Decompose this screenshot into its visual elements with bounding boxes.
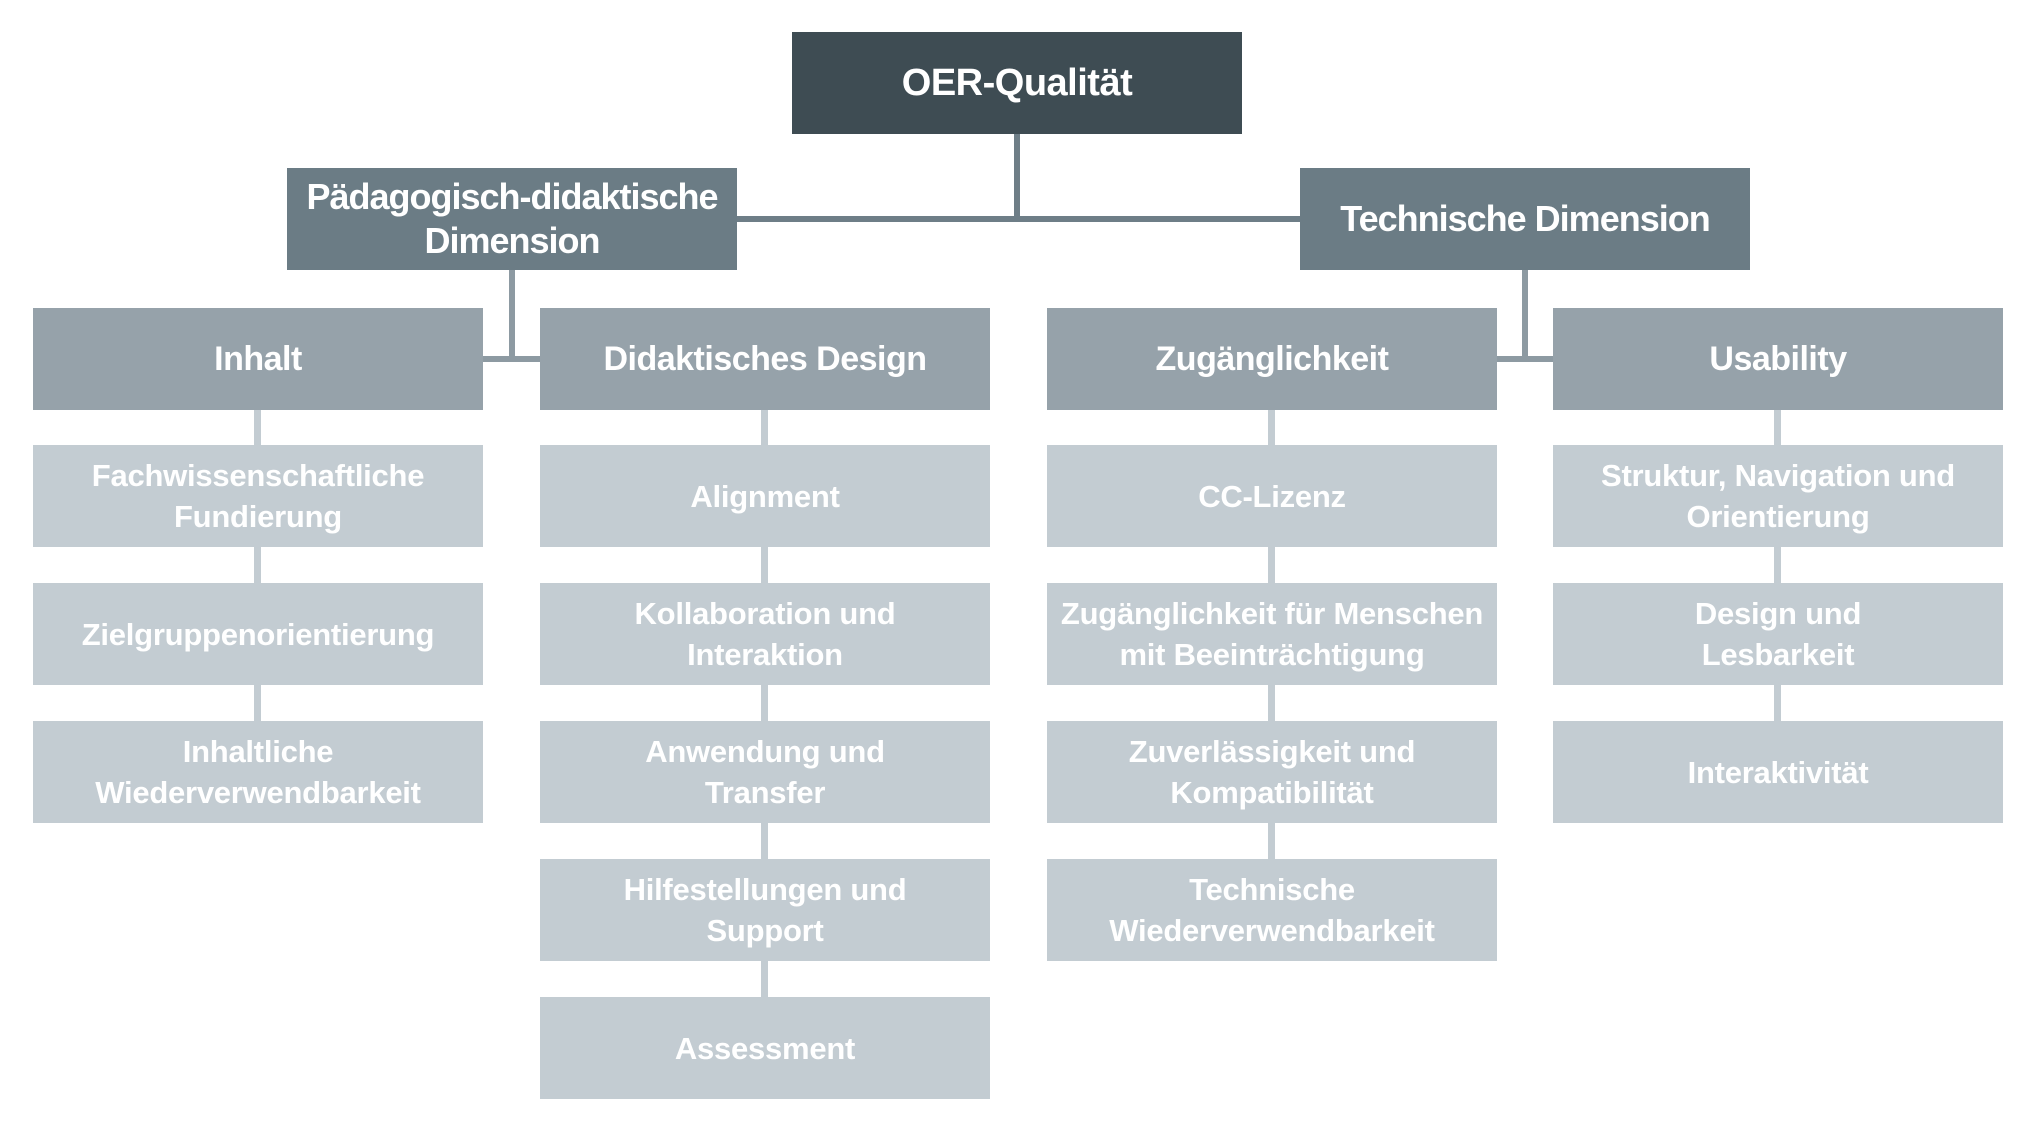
connector-dimension-left-horizontal	[483, 356, 540, 362]
connector-col1-gap2	[254, 685, 261, 721]
connector-col2-gap2	[761, 685, 768, 721]
box-kollaboration-und-interaktion: Kollaboration und Interaktion	[540, 583, 990, 685]
box-inhalt: Inhalt	[33, 308, 483, 410]
box-didaktisches-design: Didaktisches Design	[540, 308, 990, 410]
box-zugaenglichkeit-fuer-menschen: Zugänglichkeit für Menschen mit Beeinträ…	[1047, 583, 1497, 685]
box-cc-lizenz: CC-Lizenz	[1047, 445, 1497, 547]
box-struktur-navigation-orientierung: Struktur, Navigation und Orientierung	[1553, 445, 2003, 547]
connector-root-vertical	[1014, 134, 1020, 222]
connector-dimension-right-horizontal	[1497, 356, 1553, 362]
connector-col2-gap0	[761, 410, 768, 445]
connector-col3-gap3	[1268, 823, 1275, 859]
box-technische-dimension: Technische Dimension	[1300, 168, 1750, 270]
box-technische-wiederverwendbarkeit: Technische Wiederverwendbarkeit	[1047, 859, 1497, 961]
connector-col2-gap4	[761, 961, 768, 997]
box-alignment: Alignment	[540, 445, 990, 547]
connector-col1-gap1	[254, 547, 261, 583]
box-oer-qualitaet: OER-Qualität	[792, 32, 1242, 134]
connector-col4-gap1	[1774, 547, 1781, 583]
box-design-und-lesbarkeit: Design und Lesbarkeit	[1553, 583, 2003, 685]
connector-col3-gap0	[1268, 410, 1275, 445]
box-usability: Usability	[1553, 308, 2003, 410]
box-hilfestellungen-und-support: Hilfestellungen und Support	[540, 859, 990, 961]
connector-col1-gap0	[254, 410, 261, 445]
box-zuverlaessigkeit-und-kompatibilitaet: Zuverlässigkeit und Kompatibilität	[1047, 721, 1497, 823]
connector-col4-gap0	[1774, 410, 1781, 445]
box-assessment: Assessment	[540, 997, 990, 1099]
box-inhaltliche-wiederverwendbarkeit: Inhaltliche Wiederverwendbarkeit	[33, 721, 483, 823]
connector-col3-gap1	[1268, 547, 1275, 583]
box-paedagogisch-didaktische-dimension: Pädagogisch-didaktische Dimension	[287, 168, 737, 270]
box-zugaenglichkeit: Zugänglichkeit	[1047, 308, 1497, 410]
connector-dimension-left-vertical	[509, 270, 515, 362]
box-anwendung-und-transfer: Anwendung und Transfer	[540, 721, 990, 823]
connector-col3-gap2	[1268, 685, 1275, 721]
box-zielgruppenorientierung: Zielgruppenorientierung	[33, 583, 483, 685]
box-interaktivitaet: Interaktivität	[1553, 721, 2003, 823]
box-fachwissenschaftliche-fundierung: Fachwissenschaftliche Fundierung	[33, 445, 483, 547]
connector-root-horizontal	[737, 216, 1300, 222]
connector-col4-gap2	[1774, 685, 1781, 721]
connector-col2-gap3	[761, 823, 768, 859]
connector-col2-gap1	[761, 547, 768, 583]
connector-dimension-right-vertical	[1522, 270, 1528, 362]
